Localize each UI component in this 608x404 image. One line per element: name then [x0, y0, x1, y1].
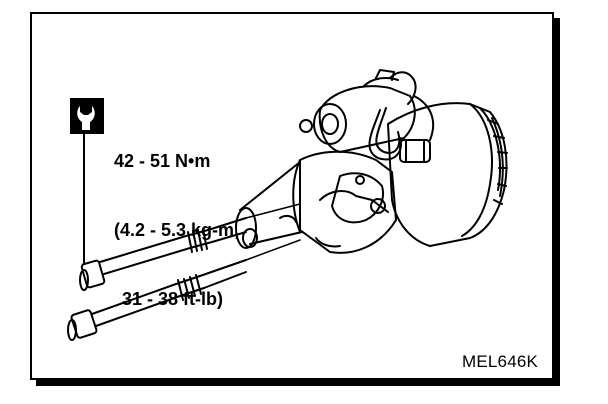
- torque-spec-nm: 42 - 51 N•m: [114, 151, 211, 171]
- torque-spec-ftlb: 31 - 38 ft-lb): [122, 289, 224, 309]
- torque-spec: 42 - 51 N•m (4.2 - 5.3 kg-m, 31 - 38 ft-…: [114, 104, 239, 334]
- wiring-harness: [368, 95, 435, 163]
- solenoid: [299, 69, 417, 153]
- frame-shadow-bottom: [36, 380, 560, 386]
- figure-code: MEL646K: [462, 352, 539, 371]
- frame-shadow-right: [554, 18, 560, 386]
- lower-bolt: [67, 259, 247, 341]
- torque-spec-kgm: (4.2 - 5.3 kg-m,: [114, 220, 240, 240]
- gear-housing: [235, 150, 397, 254]
- motor-yoke: [387, 102, 508, 247]
- upper-bolt: [79, 217, 247, 291]
- torque-wrench-icon: [70, 98, 104, 134]
